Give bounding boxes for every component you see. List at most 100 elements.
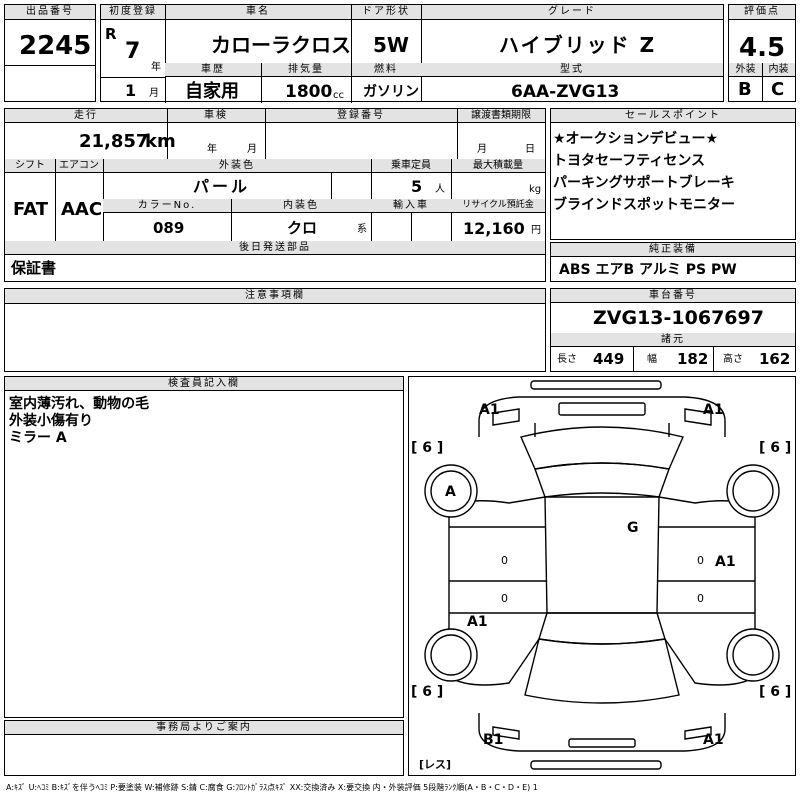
car-name-label: 車名 (165, 5, 351, 20)
exterior-grade: B (738, 79, 752, 100)
registration-number-label: 登録番号 (265, 109, 457, 123)
dimensions-label: 諸元 (551, 333, 795, 347)
exterior-color-label: 外装色 (103, 159, 371, 173)
mark-rear-left: B1 (483, 732, 504, 748)
mileage-label: 走行 (5, 109, 167, 123)
color-number: 089 (153, 219, 185, 237)
car-name: カローラクロス (211, 33, 351, 57)
equipment-label: 純正装備 (551, 243, 795, 257)
vehicle-summary-box: 初度登録 車名 ドア形状 グレード R 7 年 カローラクロス 5W ハイブリッ… (100, 4, 724, 103)
later-shipment-label: 後日発送部品 (5, 241, 545, 255)
year-unit: 年 (151, 62, 161, 73)
model-label: 型式 (421, 63, 723, 77)
sales-point-2: トヨタセーフティセンス (553, 153, 706, 169)
shift-label: シフト (5, 159, 55, 173)
lot-number-label: 出品番号 (5, 5, 95, 20)
length-label: 長さ (557, 354, 577, 365)
interior-color: クロ (287, 219, 318, 237)
sales-points-label: セールスポイント (551, 109, 795, 123)
legend: A:ｷｽﾞ U:ﾍｺﾐ B:ｷｽﾞを伴うﾍｺﾐ P:要塗装 W:補修跡 S:錆 … (6, 783, 538, 792)
door-label: ドア形状 (351, 5, 421, 20)
width: 182 (677, 350, 709, 368)
inspector-line-2: 外装小傷有り (9, 413, 93, 429)
history: 自家用 (185, 81, 239, 102)
reg-year: 7 (125, 39, 141, 64)
sales-point-4: ブラインドスポットモニター (553, 197, 735, 213)
tread-front-left: [ 6 ] (411, 440, 444, 456)
tread-front-right: [ 6 ] (759, 440, 792, 456)
inspector-line-3: ミラー A (9, 430, 67, 446)
mark-left-rear-door: A1 (467, 614, 488, 630)
mark-rear-right: A1 (703, 732, 724, 748)
spare-tire: [レス] (419, 758, 452, 771)
recycle-deposit: 12,160 (463, 219, 525, 238)
inspector-line-1: 室内薄汚れ、動物の毛 (9, 396, 150, 412)
zero-mark-right-rear: 0 (697, 592, 704, 605)
height-label: 高さ (723, 354, 743, 365)
transfer-day-unit: 日 (525, 144, 535, 155)
sales-point-1: ★オークションデビュー★ (553, 131, 719, 147)
reg-month: 1 (125, 81, 137, 100)
lot-number: 2245 (19, 31, 92, 61)
later-shipment: 保証書 (11, 259, 57, 277)
max-load-label: 最大積載量 (451, 159, 545, 173)
mark-front-left: A1 (479, 402, 500, 418)
tread-rear-right: [ 6 ] (759, 684, 792, 700)
import-label: 輸入車 (371, 199, 451, 213)
aircon-label: エアコン (55, 159, 103, 173)
inspection-year-unit: 年 (207, 144, 217, 155)
mark-right-front-door: A1 (715, 554, 736, 570)
first-registration-label: 初度登録 (101, 5, 165, 20)
mileage-unit: km (145, 131, 176, 152)
equipment-box: 純正装備 ABS エアB アルミ PS PW (550, 242, 796, 282)
fuel: ガソリン (363, 84, 419, 100)
score-box: 評価点 4.5 外装 内装 B C (728, 4, 796, 102)
zero-mark-left-front: 0 (501, 554, 508, 567)
damage-diagram-box: A1 A1 A G A1 A1 B1 A1 0 0 0 0 [ 6 ] [ 6 … (408, 376, 796, 776)
transfer-month-unit: 月 (477, 144, 487, 155)
height: 162 (759, 350, 791, 368)
history-label: 車歴 (165, 63, 261, 77)
inspector-box: 検査員記入欄 室内薄汚れ、動物の毛 外装小傷有り ミラー A (4, 376, 404, 718)
score: 4.5 (739, 33, 786, 63)
mileage: 21,857 (79, 131, 149, 152)
exterior-color: パール (193, 177, 251, 196)
aircon: AAC (61, 199, 103, 220)
recycle-unit: 円 (531, 225, 541, 236)
car-diagram (424, 380, 780, 770)
capacity: 5 (411, 177, 423, 196)
recycle-deposit-label: リサイクル預託金 (451, 199, 545, 213)
grade: ハイブリッド Z (499, 33, 657, 57)
door-type: 5W (373, 33, 409, 57)
zero-mark-right-front: 0 (697, 554, 704, 567)
interior-color-suffix: 系 (357, 224, 367, 235)
displacement-label: 排気量 (261, 63, 351, 77)
mark-roof: G (627, 520, 639, 536)
mark-front-left-wheel: A (445, 484, 456, 500)
model: 6AA-ZVG13 (511, 82, 620, 102)
displacement-unit: cc (333, 90, 344, 101)
length: 449 (593, 350, 625, 368)
shift: FAT (13, 199, 49, 220)
fuel-label: 燃料 (351, 63, 421, 77)
displacement: 1800 (285, 82, 333, 102)
sales-point-3: パーキングサポートブレーキ (553, 175, 735, 191)
era: R (105, 25, 117, 43)
inspector-label: 検査員記入欄 (5, 377, 403, 391)
equipment: ABS エアB アルミ PS PW (559, 262, 737, 278)
grade-label: グレード (421, 5, 723, 20)
office-label: 事務局よりご案内 (5, 721, 403, 735)
zero-mark-left-rear: 0 (501, 592, 508, 605)
chassis-number: ZVG13-1067697 (593, 307, 764, 329)
month-unit: 月 (149, 88, 159, 99)
capacity-label: 乗車定員 (371, 159, 451, 173)
max-load-unit: kg (529, 184, 542, 195)
notes-label: 注意事項欄 (5, 289, 545, 304)
chassis-number-label: 車台番号 (551, 289, 795, 303)
exterior-grade-label: 外装 (729, 63, 762, 77)
score-label: 評価点 (729, 5, 795, 20)
interior-grade: C (771, 79, 785, 100)
lot-number-box: 出品番号 2245 (4, 4, 96, 102)
sales-points-box: セールスポイント ★オークションデビュー★ トヨタセーフティセンス パーキングサ… (550, 108, 796, 240)
color-number-label: カラーNo. (103, 199, 231, 213)
